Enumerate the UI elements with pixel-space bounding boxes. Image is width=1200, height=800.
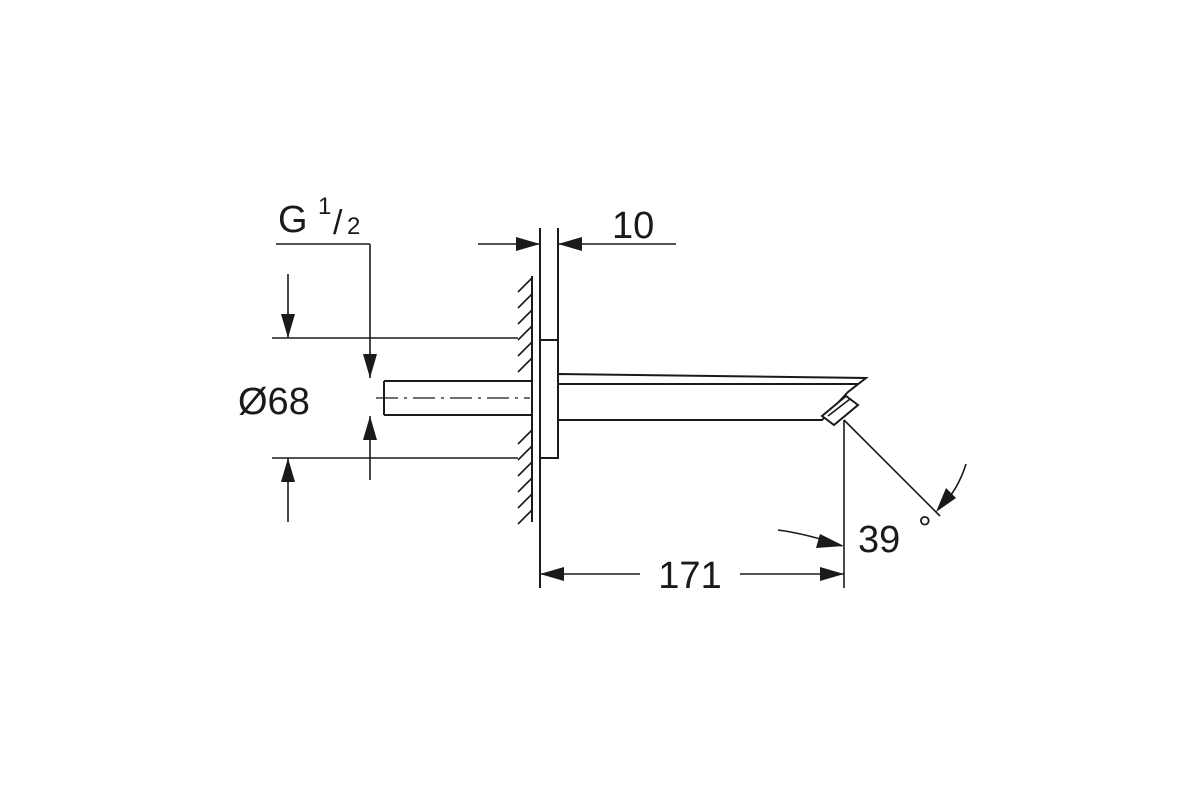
dimension-angle: 39 ° — [777, 419, 967, 561]
degree-symbol-label: ° — [918, 510, 932, 548]
dimension-thread: G 1 / 2 — [276, 193, 377, 480]
angle-label: 39 — [858, 519, 900, 561]
thread-numerator-label: 1 — [318, 193, 331, 220]
dimension-projection: 171 — [540, 420, 845, 597]
thread-prefix-label: G — [278, 199, 308, 241]
dimension-diameter: Ø68 — [238, 274, 518, 522]
wall-hatching — [517, 277, 533, 525]
spout-body — [557, 372, 869, 421]
thread-slash-label: / — [333, 204, 343, 242]
flange-plate — [539, 339, 559, 459]
inlet-pipe — [376, 380, 532, 416]
aerator-outlet — [820, 394, 860, 427]
wall — [517, 228, 541, 588]
dimension-flange-thickness: 10 — [478, 205, 676, 340]
diameter-label: Ø68 — [238, 381, 310, 423]
flange-thickness-label: 10 — [612, 205, 654, 247]
thread-denominator-label: 2 — [347, 213, 360, 240]
projection-label: 171 — [658, 555, 721, 597]
